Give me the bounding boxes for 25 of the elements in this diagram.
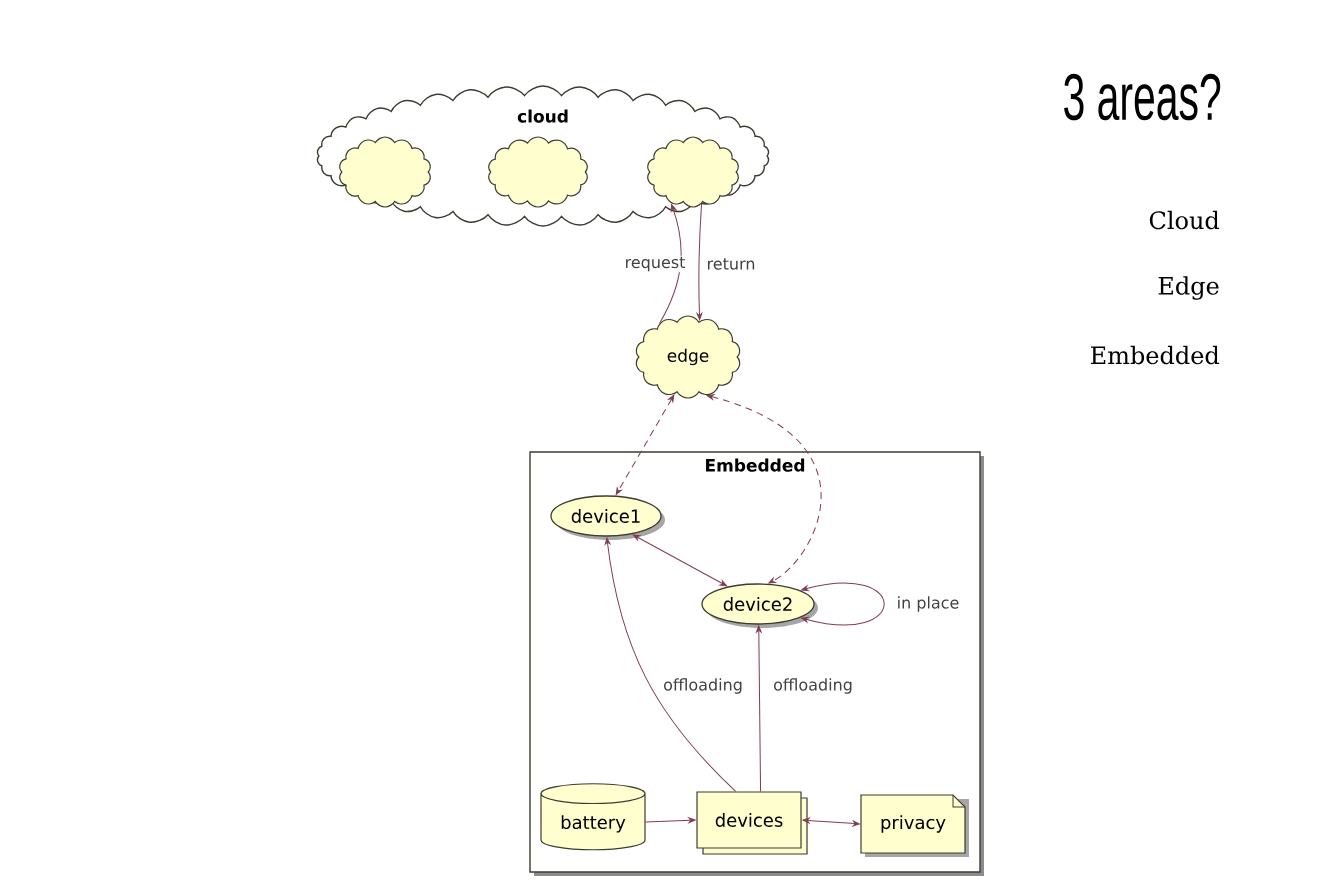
stacked-box: devices (696, 791, 808, 855)
cloud-shape (647, 136, 739, 208)
arrow (706, 394, 822, 584)
arrow (615, 394, 675, 495)
list-item: Cloud (1149, 210, 1220, 230)
arrow (755, 625, 762, 792)
arrow (645, 817, 696, 824)
arrow (801, 582, 885, 626)
arrow (659, 204, 682, 324)
list-item: Embedded (1091, 345, 1220, 365)
list-item: Edge (1158, 276, 1219, 300)
note-box: privacy (860, 794, 969, 857)
arrow (632, 534, 728, 587)
edge-label: in place (895, 595, 961, 613)
edge-label: request (623, 255, 687, 273)
arrow (604, 537, 737, 792)
cloud-shape (339, 136, 431, 208)
cloud-shape (488, 136, 588, 208)
arrow (696, 203, 703, 321)
edge-label: offloading (772, 677, 854, 695)
edge-label: return (705, 257, 757, 271)
database-cylinder: battery (540, 783, 646, 851)
arrow (802, 817, 860, 827)
edge-label: offloading (662, 677, 744, 695)
slide-title: 3 areas? (1064, 73, 1221, 121)
